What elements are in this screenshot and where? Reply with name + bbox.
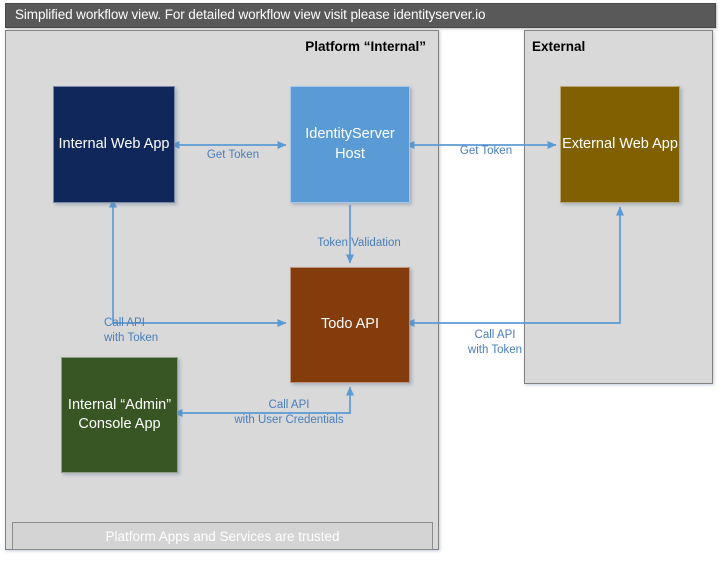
node-internal-web-app[interactable]: Internal Web App bbox=[53, 86, 175, 203]
trust-statement-bar: Platform Apps and Services are trusted bbox=[12, 522, 433, 550]
header-banner: Simplified workflow view. For detailed w… bbox=[5, 3, 716, 28]
trust-statement-label: Platform Apps and Services are trusted bbox=[105, 528, 340, 544]
edge-label-get-token-internal: Get Token bbox=[206, 149, 260, 161]
panel-external-title: External bbox=[532, 39, 586, 54]
panel-internal-title: Platform “Internal” bbox=[305, 39, 426, 54]
edge-label-get-token-external: Get Token bbox=[459, 145, 513, 157]
node-internal-admin-console-app[interactable]: Internal “Admin” Console App bbox=[61, 357, 178, 473]
edge-label-line-1: Call API bbox=[474, 329, 516, 341]
edge-label-line-2: with User Credentials bbox=[234, 413, 344, 426]
header-title: Simplified workflow view. For detailed w… bbox=[15, 7, 486, 22]
panel-external: External bbox=[524, 30, 713, 384]
edge-label-line-2: with Token bbox=[104, 331, 159, 344]
edge-label-line-1: Call API bbox=[268, 399, 310, 411]
node-external-web-app[interactable]: External Web App bbox=[560, 86, 680, 203]
edge-label-token-validation: Token Validation bbox=[317, 237, 401, 249]
edge-label-call-api-console: Call API with User Credentials bbox=[202, 398, 376, 427]
node-identityserver-host[interactable]: IdentityServer Host bbox=[290, 86, 410, 203]
node-todo-api[interactable]: Todo API bbox=[290, 267, 410, 383]
edge-label-line-1: Call API bbox=[104, 317, 145, 329]
edge-label-call-api-external: Call API with Token bbox=[438, 328, 552, 357]
edge-label-line-2: with Token bbox=[467, 343, 523, 356]
edge-label-call-api-internal: Call API with Token bbox=[104, 316, 184, 345]
